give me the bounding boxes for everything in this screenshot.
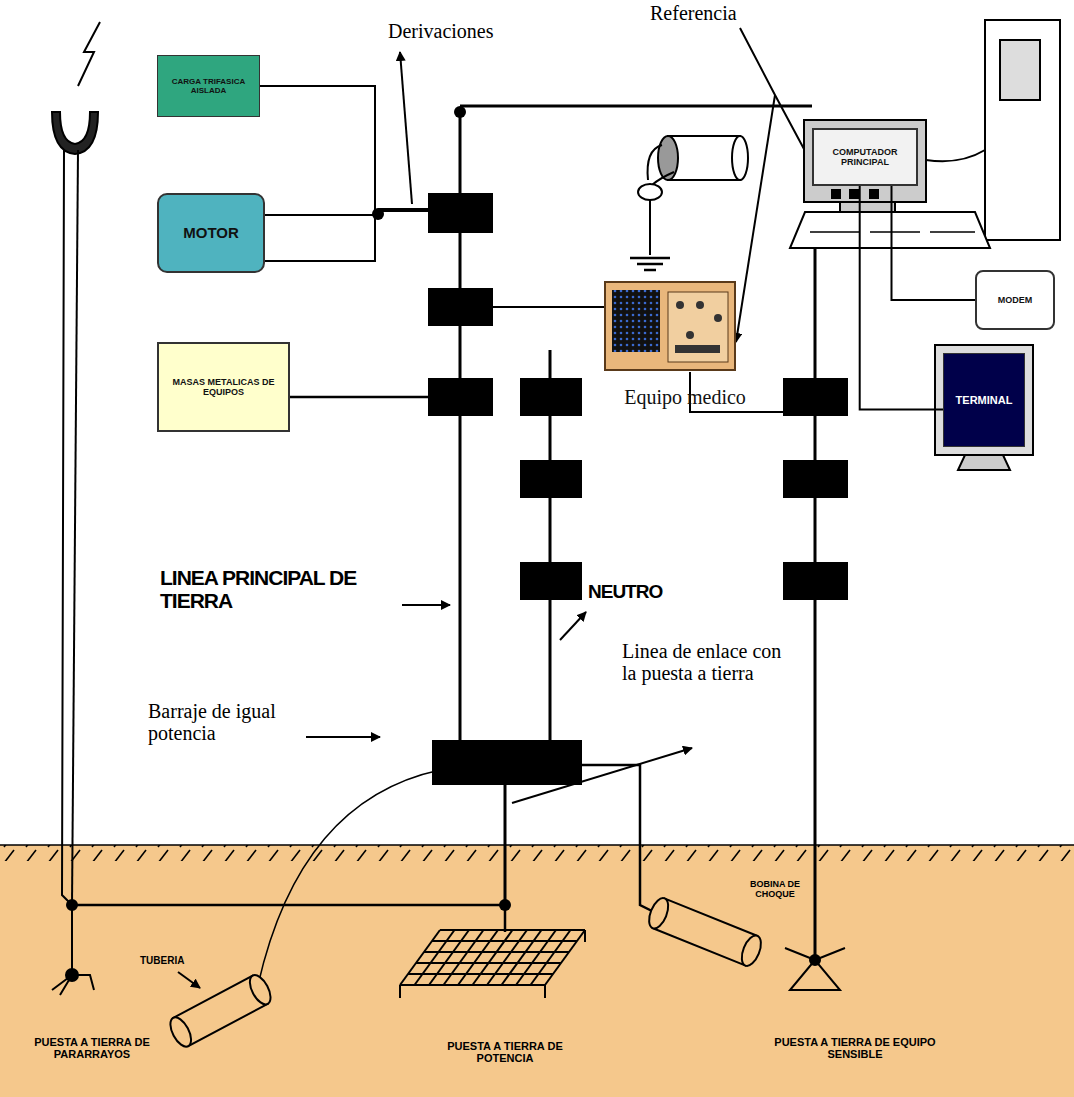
choke-coil: [645, 895, 765, 968]
node-text: MASAS METALICAS DE EQUIPOS: [159, 375, 288, 400]
callout-label: Derivaciones: [388, 20, 528, 42]
ground-label: PUESTA A TIERRA DE POTENCIA: [420, 1040, 590, 1064]
pipe: [166, 972, 275, 1050]
wire-connector: [892, 186, 976, 300]
modem-box: MODEM: [975, 270, 1055, 330]
callout-label: Linea de enlace con la puesta a tierra: [622, 640, 800, 684]
line-label: LINEA PRINCIPAL DE TIERRA: [160, 566, 398, 612]
callout-label: Referencia: [650, 2, 780, 24]
main-ground-line: [428, 106, 812, 745]
shielded-cable: [630, 136, 748, 270]
computer: [790, 20, 1060, 470]
node-text: TERMINAL: [952, 392, 1017, 409]
leader-arrows: [178, 28, 826, 988]
terminal-screen: TERMINAL: [943, 353, 1025, 447]
node-text: CARGA TRIFASICA AISLADA: [158, 75, 259, 97]
metal-masses-box: MASAS METALICAS DE EQUIPOS: [157, 342, 290, 432]
wire-connector: [860, 186, 943, 409]
callout-label: Barraje de igual potencia: [148, 700, 303, 744]
node-text: MOTOR: [179, 222, 243, 243]
neutral-line: [520, 350, 582, 745]
lightning-rod: [52, 22, 100, 995]
ground-label: PUESTA A TIERRA DE EQUIPO SENSIBLE: [760, 1036, 950, 1060]
sensitive-ground-line: [783, 238, 848, 990]
computer-screen: COMPUTADOR PRINCIPAL: [812, 128, 918, 186]
node-text: COMPUTADOR PRINCIPAL: [814, 145, 916, 170]
ground-grid: [400, 930, 585, 998]
motor-box: MOTOR: [157, 193, 265, 273]
junction-dot: [372, 208, 384, 220]
ground-label: PUESTA A TIERRA DE PARARRAYOS: [12, 1036, 172, 1060]
equal-potential-bus: [72, 740, 660, 932]
part-label: TUBERIA: [140, 955, 210, 966]
node-text: Equipo medico: [620, 384, 750, 411]
part-label: BOBINA DE CHOQUE: [745, 880, 805, 900]
soil: [0, 845, 1074, 1097]
node-text: MODEM: [994, 293, 1037, 307]
line-label: NEUTRO: [588, 582, 698, 603]
medical-equipment: [605, 282, 735, 370]
branch-wires: [265, 210, 783, 412]
load-box: CARGA TRIFASICA AISLADA: [157, 55, 260, 117]
medical-equipment-label: Equipo medico: [590, 372, 780, 422]
wire-connector: [260, 86, 375, 261]
